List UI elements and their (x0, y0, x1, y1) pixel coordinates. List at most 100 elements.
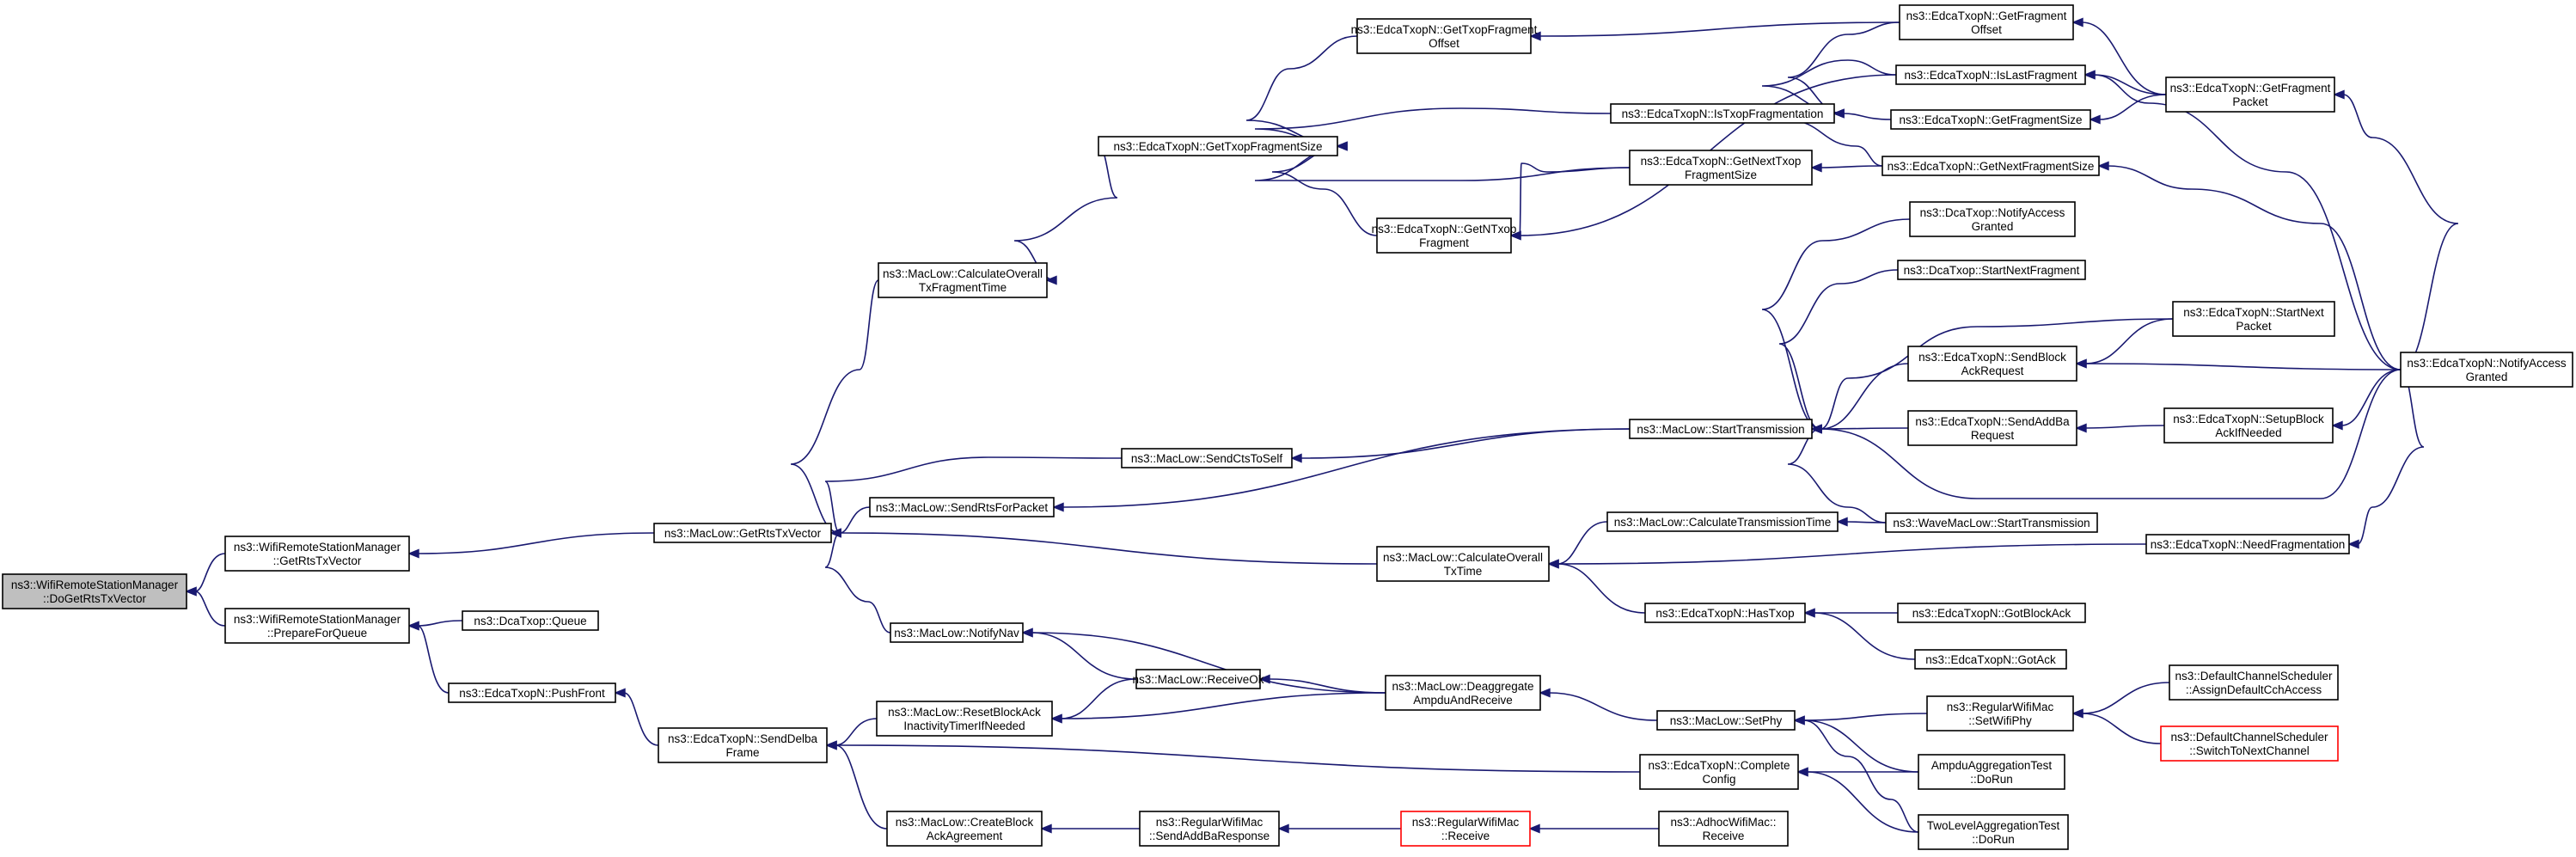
graph-node-n21[interactable]: ns3::MacLow::StartTransmission (1629, 419, 1813, 439)
graph-node-n45[interactable]: AmpduAggregationTest::DoRun (1918, 754, 2065, 790)
graph-node-n12[interactable]: ns3::EdcaTxopN::IsTxopFragmentation (1610, 103, 1835, 124)
graph-node-n15[interactable]: ns3::EdcaTxopN::IsLastFragment (1895, 64, 2086, 85)
graph-node-n9[interactable]: ns3::EdcaTxopN::GetTxopFragmentSize (1098, 136, 1338, 156)
node-label-line: ns3::MacLow::CalculateTransmissionTime (1614, 516, 1832, 529)
graph-node-n46[interactable]: TwoLevelAggregationTest::DoRun (1918, 814, 2069, 850)
edge-n40-to-n39 (1539, 688, 1658, 721)
graph-node-n33[interactable]: ns3::EdcaTxopN::HasTxop (1644, 603, 1806, 623)
edge-n50-to-n49 (1528, 823, 1659, 834)
graph-node-n40[interactable]: ns3::MacLow::SetPhy (1656, 710, 1796, 731)
graph-node-n30[interactable]: ns3::MacLow::CalculateTransmissionTime (1606, 511, 1839, 532)
edge-n21-to-n19 (1290, 428, 1631, 463)
graph-node-n1[interactable]: ns3::WifiRemoteStationManager::DoGetRtsT… (2, 573, 187, 609)
node-label-line: TwoLevelAggregationTest (1927, 819, 2060, 832)
edge-n26-to-n24 (2075, 318, 2174, 369)
node-label-line: TxFragmentTime (919, 281, 1007, 294)
node-label-line: ns3::DcaTxop::NotifyAccess (1920, 206, 2065, 219)
node-label-line: ns3::MacLow::SendCtsToSelf (1131, 452, 1283, 465)
graph-node-n34[interactable]: ns3::EdcaTxopN::GotBlockAck (1897, 603, 2086, 623)
edge-n4-to-n2 (407, 532, 655, 559)
graph-node-n38[interactable]: ns3::MacLow::ResetBlockAckInactivityTime… (876, 701, 1053, 737)
edge-n10-to-n9 (1245, 35, 1358, 151)
graph-node-n3[interactable]: ns3::WifiRemoteStationManager::PrepareFo… (224, 608, 410, 644)
node-label-line: ::DoRun (1970, 773, 2013, 786)
graph-node-n35[interactable]: ns3::EdcaTxopN::GotAck (1914, 649, 2067, 670)
node-label-line: ns3::EdcaTxopN::GetTxopFragmentSize (1113, 140, 1322, 153)
node-label-line: ns3::EdcaTxopN::GetNextFragmentSize (1888, 160, 2095, 173)
node-label-line: AckAgreement (927, 829, 1003, 842)
node-label-line: ns3::WifiRemoteStationManager (234, 613, 401, 626)
node-label-line: ::AssignDefaultCchAccess (2186, 683, 2322, 696)
graph-node-n16[interactable]: ns3::EdcaTxopN::GetFragmentSize (1890, 109, 2091, 130)
edge-n46-to-n44 (1796, 767, 1919, 833)
node-layer: ns3::WifiRemoteStationManager::DoGetRtsT… (2, 4, 2573, 850)
node-label-line: ns3::MacLow::StartTransmission (1637, 423, 1804, 436)
node-label-line: ns3::DefaultChannelScheduler (2175, 670, 2333, 683)
node-label-line: ns3::EdcaTxopN::GotAck (1925, 653, 2056, 666)
graph-node-n50[interactable]: ns3::AdhocWifiMac::Receive (1658, 811, 1789, 847)
edge-n46-to-n40 (1793, 715, 1919, 833)
graph-node-n32[interactable]: ns3::EdcaTxopN::NeedFragmentation (2145, 534, 2350, 554)
graph-node-n2[interactable]: ns3::WifiRemoteStationManager::GetRtsTxV… (224, 536, 410, 572)
node-label-line: ::PrepareForQueue (267, 627, 367, 640)
graph-node-n4[interactable]: ns3::MacLow::GetRtsTxVector (653, 523, 832, 543)
graph-node-n5[interactable]: ns3::DcaTxop::Queue (462, 610, 599, 631)
node-label-line: ns3::RegularWifiMac (1947, 701, 2054, 713)
graph-node-n37[interactable]: ns3::MacLow::ReceiveOk (1132, 669, 1264, 689)
node-label-line: AmpduAggregationTest (1931, 759, 2053, 772)
edge-n29-to-n4 (829, 528, 1378, 565)
node-label-line: ns3::EdcaTxopN::SendBlock (1918, 351, 2066, 364)
graph-node-n31[interactable]: ns3::WaveMacLow::StartTransmission (1885, 512, 2098, 533)
edge-n8-to-n4 (790, 279, 879, 538)
edge-n39-to-n36 (1021, 627, 1386, 694)
graph-node-n19[interactable]: ns3::MacLow::SendCtsToSelf (1121, 448, 1293, 468)
node-label-line: ns3::EdcaTxopN::Complete (1648, 759, 1790, 772)
node-label-line: TxTime (1444, 565, 1483, 578)
graph-node-n6[interactable]: ns3::EdcaTxopN::PushFront (448, 683, 616, 703)
graph-node-n41[interactable]: ns3::RegularWifiMac::SetWifiPhy (1926, 695, 2074, 732)
graph-node-n17[interactable]: ns3::EdcaTxopN::GetNextFragmentSize (1882, 156, 2100, 176)
graph-node-n49[interactable]: ns3::RegularWifiMac::Receive (1400, 811, 1531, 847)
node-label-line: ::DoRun (1972, 833, 2015, 846)
node-label-line: ns3::EdcaTxopN::HasTxop (1655, 607, 1794, 620)
node-label-line: ::Receive (1441, 829, 1490, 842)
graph-node-n36[interactable]: ns3::MacLow::NotifyNav (890, 622, 1024, 643)
graph-node-n48[interactable]: ns3::RegularWifiMac::SendAddBaResponse (1139, 811, 1280, 847)
graph-node-n23[interactable]: ns3::DcaTxop::StartNextFragment (1897, 260, 2086, 280)
node-label-line: ns3::EdcaTxopN::GotBlockAck (1912, 607, 2071, 620)
node-label-line: ns3::RegularWifiMac (1156, 816, 1264, 829)
edge-n47-to-n7 (825, 740, 888, 829)
node-label-line: Fragment (1419, 236, 1469, 249)
node-label-line: Offset (1971, 23, 2002, 36)
edge-n33-to-n29 (1547, 559, 1646, 614)
node-label-line: ns3::MacLow::CreateBlock (896, 816, 1034, 829)
edge-n35-to-n33 (1803, 608, 1916, 660)
edge-n44-to-n7 (825, 740, 1641, 773)
graph-node-n42[interactable]: ns3::DefaultChannelScheduler::AssignDefa… (2169, 664, 2339, 701)
node-label-line: Request (1971, 429, 2015, 442)
node-label-line: ::DoGetRtsTxVector (43, 592, 147, 605)
node-label-line: ns3::EdcaTxopN::GetFragment (1906, 9, 2067, 22)
edge-n13-to-n11 (1509, 162, 1631, 241)
graph-node-n20[interactable]: ns3::MacLow::SendRtsForPacket (869, 497, 1055, 517)
graph-node-n43[interactable]: ns3::DefaultChannelScheduler::SwitchToNe… (2160, 725, 2339, 762)
node-label-line: ns3::EdcaTxopN::NotifyAccess (2407, 357, 2567, 370)
node-label-line: ns3::MacLow::CalculateOverall (883, 267, 1043, 280)
graph-node-n8[interactable]: ns3::MacLow::CalculateOverallTxFragmentT… (878, 262, 1048, 298)
